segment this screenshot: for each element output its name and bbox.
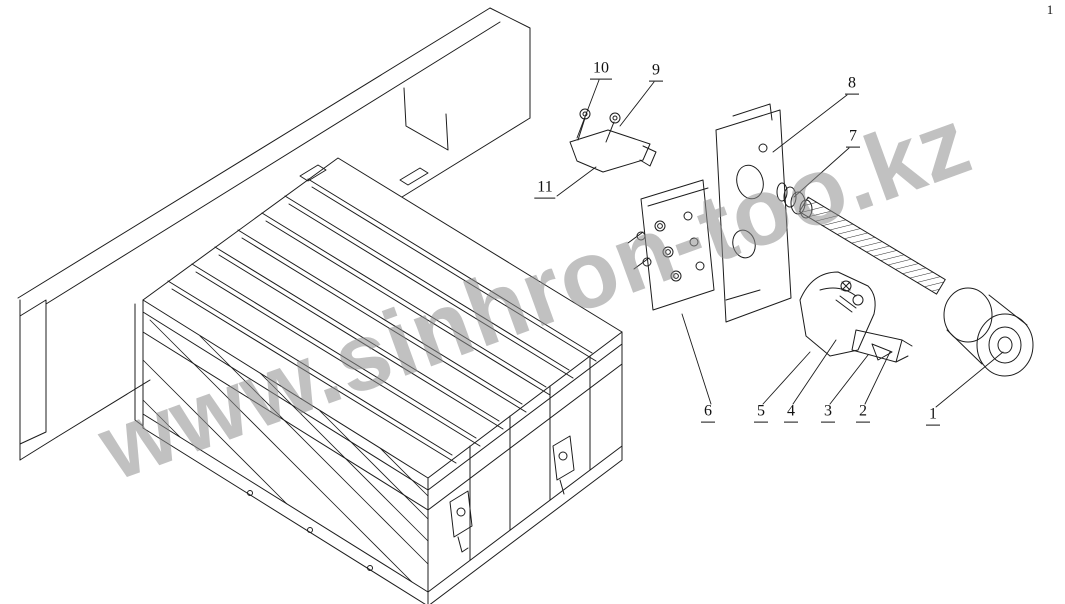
corner-mark: 1	[1046, 2, 1054, 17]
lid-ribs	[167, 178, 597, 464]
callout-7: 7	[846, 128, 860, 148]
callout-1: 1	[926, 406, 940, 426]
left-face-hatching	[142, 319, 429, 583]
support-bracket	[715, 103, 792, 323]
small-bracket-assembly	[569, 108, 657, 173]
callout-2: 2	[856, 403, 870, 423]
leader-lines	[556, 79, 1004, 408]
end-bushing	[943, 287, 1034, 377]
threaded-rod	[798, 196, 946, 295]
callout-10: 10	[590, 60, 612, 80]
frame-rail	[17, 7, 531, 461]
callout-6: 6	[701, 403, 715, 423]
callout-4: 4	[784, 403, 798, 423]
callout-9: 9	[649, 62, 663, 82]
box-latches	[449, 435, 575, 553]
mounting-plate	[627, 179, 715, 311]
clamp-assembly	[799, 271, 913, 363]
callout-3: 3	[821, 403, 835, 423]
battery-box-body	[134, 299, 623, 604]
callout-5: 5	[754, 403, 768, 423]
callout-11: 11	[534, 179, 556, 199]
callout-8: 8	[845, 75, 859, 95]
battery-box-lid	[142, 157, 623, 511]
